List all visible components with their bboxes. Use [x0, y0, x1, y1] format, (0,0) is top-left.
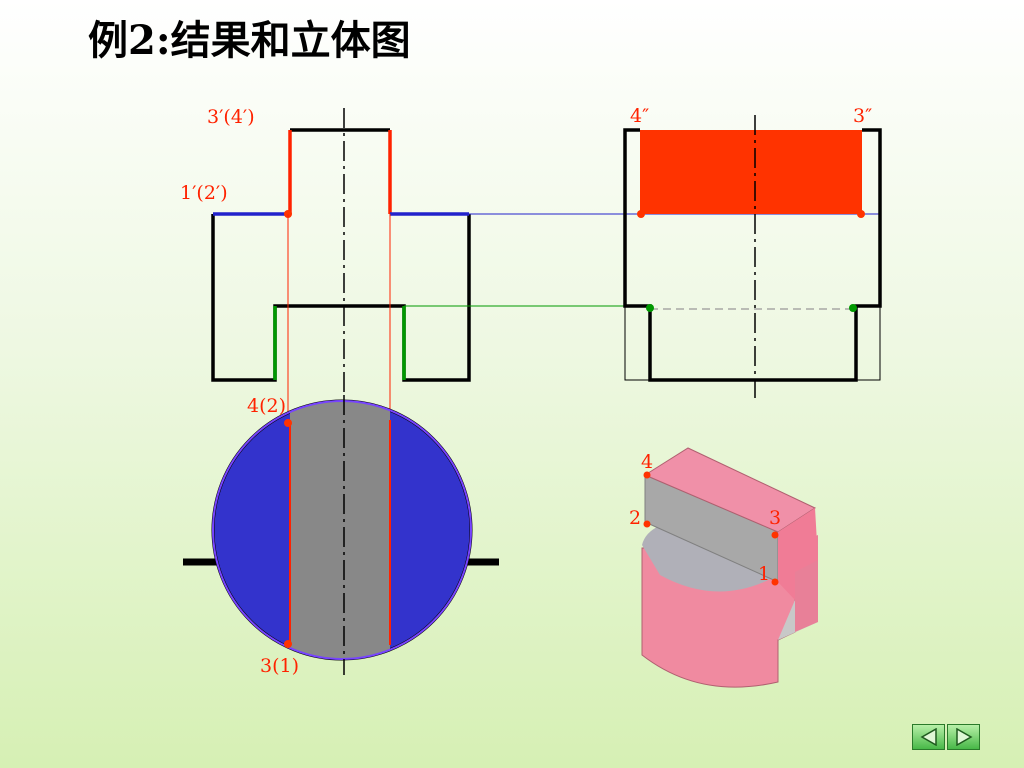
side-cut-face — [640, 130, 862, 214]
side-view — [623, 115, 882, 398]
front-view — [211, 108, 471, 392]
side-point-3 — [857, 210, 865, 218]
page-title: 例2:结果和立体图 — [88, 17, 411, 64]
prev-slide-button[interactable] — [912, 724, 945, 750]
iso-point-4 — [643, 471, 651, 479]
top-view — [183, 395, 499, 675]
top-point-3 — [284, 640, 292, 648]
next-slide-button[interactable] — [947, 724, 980, 750]
top-point-4 — [284, 419, 292, 427]
side-point-4 — [637, 210, 645, 218]
iso-point-1 — [771, 578, 779, 586]
triangle-left-icon — [919, 728, 937, 746]
label-iso-3: 3 — [769, 507, 781, 529]
side-outline — [623, 128, 882, 382]
slide-navigation — [912, 724, 982, 752]
side-point-green-right — [849, 304, 857, 312]
label-iso-2: 2 — [629, 507, 641, 529]
label-iso-4: 4 — [641, 451, 653, 473]
label-side-left: 4″ — [630, 105, 649, 127]
side-thin-right — [856, 306, 881, 381]
label-top-upper: 4(2) — [247, 395, 286, 417]
iso-point-2 — [643, 520, 651, 528]
side-point-green-left — [646, 304, 654, 312]
label-top-lower: 3(1) — [260, 655, 299, 677]
label-side-right: 3″ — [853, 105, 872, 127]
label-iso-1: 1 — [758, 563, 770, 585]
iso-point-3 — [771, 531, 779, 539]
top-circle-outline — [212, 400, 472, 660]
iso-upper-right — [778, 508, 818, 600]
top-slot-fill — [290, 401, 390, 659]
label-front-top: 3′(4′) — [207, 106, 255, 128]
side-thin-left — [624, 306, 650, 381]
front-body-outline — [211, 214, 471, 382]
label-front-mid: 1′(2′) — [180, 182, 228, 204]
isometric-view — [641, 447, 818, 688]
triangle-right-icon — [955, 728, 973, 746]
